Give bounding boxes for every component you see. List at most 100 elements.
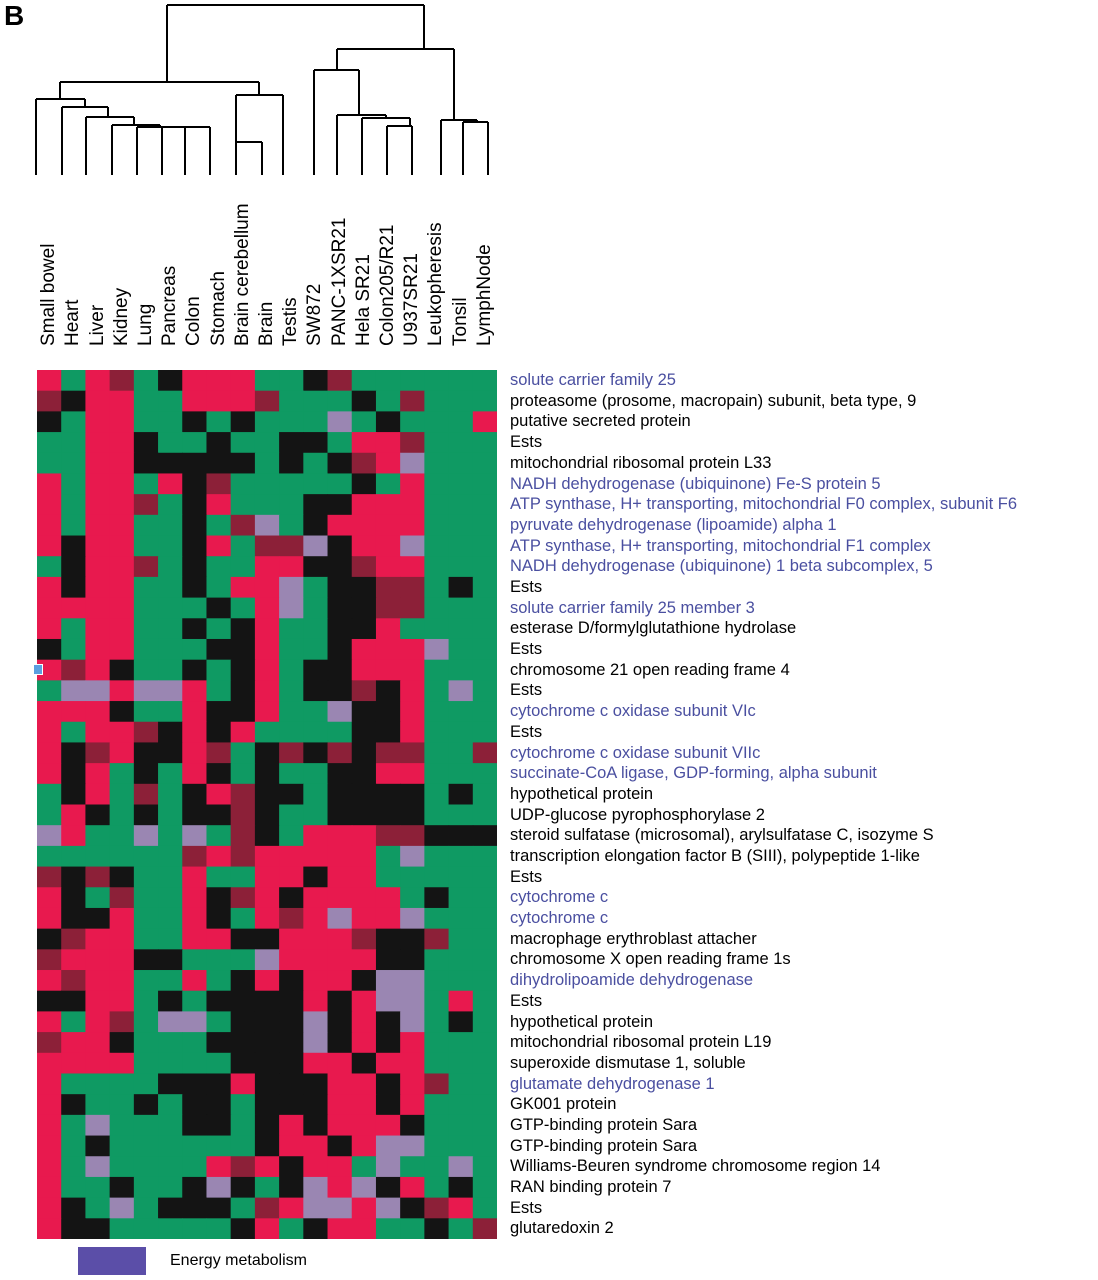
- heatmap-cell: [182, 783, 208, 806]
- heatmap-cell: [230, 494, 256, 516]
- heatmap-cell: [206, 1176, 232, 1199]
- heatmap-cell: [182, 514, 208, 537]
- heatmap-cell: [230, 1135, 256, 1157]
- heatmap-cell: [400, 1052, 425, 1075]
- heatmap-cell: [182, 1176, 208, 1199]
- heatmap-cell: [133, 473, 159, 495]
- heatmap-cell: [424, 514, 450, 537]
- heatmap-cell: [375, 1135, 401, 1157]
- heatmap-cell: [351, 928, 377, 950]
- heatmap: [37, 370, 497, 1239]
- heatmap-cell: [424, 638, 450, 661]
- heatmap-cell: [351, 990, 377, 1012]
- heatmap-cell: [375, 1011, 401, 1033]
- heatmap-cell: [472, 907, 497, 930]
- sample-label: Heart: [62, 299, 84, 346]
- heatmap-cell: [61, 949, 87, 971]
- heatmap-cell: [279, 866, 304, 888]
- heatmap-cell: [37, 576, 62, 599]
- heatmap-cell: [37, 866, 62, 888]
- heatmap-cell: [182, 556, 208, 578]
- heatmap-cell: [61, 1135, 87, 1157]
- heatmap-cell: [424, 1094, 450, 1116]
- heatmap-cell: [158, 1052, 183, 1075]
- heatmap-cell: [37, 370, 62, 392]
- heatmap-cell: [375, 1073, 401, 1095]
- heatmap-cell: [448, 907, 474, 930]
- heatmap-cell: [230, 783, 256, 806]
- heatmap-cell: [85, 783, 111, 806]
- heatmap-cell: [424, 742, 450, 764]
- heatmap-cell: [182, 763, 208, 785]
- heatmap-cell: [351, 970, 377, 992]
- gene-label: glutamate dehydrogenase 1: [510, 1074, 715, 1093]
- heatmap-cell: [351, 887, 377, 909]
- heatmap-cell: [448, 783, 474, 806]
- heatmap-cell: [158, 845, 183, 868]
- heatmap-cell: [61, 887, 87, 909]
- sample-label: Hela SR21: [352, 254, 374, 346]
- heatmap-cell: [182, 494, 208, 516]
- heatmap-cell: [109, 1011, 135, 1033]
- heatmap-cell: [472, 576, 497, 599]
- heatmap-cell: [61, 742, 87, 764]
- heatmap-cell: [133, 638, 159, 661]
- heatmap-cell: [424, 1052, 450, 1075]
- heatmap-cell: [375, 1094, 401, 1116]
- heatmap-cell: [254, 659, 280, 681]
- heatmap-cell: [400, 597, 425, 619]
- heatmap-cell: [206, 411, 232, 433]
- heatmap-cell: [206, 535, 232, 557]
- heatmap-cell: [230, 949, 256, 971]
- heatmap-cell: [109, 949, 135, 971]
- heatmap-cell: [424, 970, 450, 992]
- heatmap-cell: [85, 949, 111, 971]
- heatmap-cell: [37, 411, 62, 433]
- heatmap-cell: [206, 1135, 232, 1157]
- heatmap-cell: [182, 390, 208, 412]
- heatmap-cell: [472, 535, 497, 557]
- heatmap-cell: [182, 1114, 208, 1137]
- heatmap-cell: [303, 1218, 329, 1239]
- heatmap-cell: [109, 432, 135, 454]
- heatmap-cell: [158, 763, 183, 785]
- heatmap-cell: [303, 576, 329, 599]
- heatmap-cell: [448, 1032, 474, 1054]
- heatmap-cell: [400, 1073, 425, 1095]
- heatmap-cell: [303, 1156, 329, 1178]
- heatmap-cell: [400, 701, 425, 723]
- heatmap-cell: [206, 659, 232, 681]
- heatmap-cell: [327, 721, 353, 744]
- heatmap-cell: [133, 825, 159, 847]
- heatmap-cell: [327, 928, 353, 950]
- heatmap-cell: [254, 597, 280, 619]
- heatmap-cell: [230, 370, 256, 392]
- heatmap-cell: [206, 783, 232, 806]
- gene-label: Ests: [510, 991, 543, 1010]
- heatmap-cell: [448, 1156, 474, 1178]
- heatmap-cell: [206, 576, 232, 599]
- heatmap-cell: [37, 721, 62, 744]
- heatmap-cell: [448, 701, 474, 723]
- heatmap-cell: [133, 928, 159, 950]
- heatmap-cell: [303, 1032, 329, 1054]
- gene-label: ATP synthase, H+ transporting, mitochond…: [510, 495, 1018, 514]
- sample-label: SW872: [304, 283, 326, 346]
- heatmap-cell: [61, 783, 87, 806]
- heatmap-cell: [303, 535, 329, 557]
- heatmap-cell: [375, 928, 401, 950]
- heatmap-cell: [230, 990, 256, 1012]
- heatmap-cell: [327, 556, 353, 578]
- heatmap-cell: [351, 949, 377, 971]
- heatmap-cell: [424, 390, 450, 412]
- heatmap-cell: [279, 659, 304, 681]
- heatmap-cell: [37, 618, 62, 640]
- heatmap-cell: [230, 535, 256, 557]
- heatmap-cell: [61, 721, 87, 744]
- heatmap-cell: [303, 845, 329, 868]
- heatmap-cell: [327, 804, 353, 826]
- sample-dendrogram: [35, 4, 489, 175]
- heatmap-cell: [37, 1197, 62, 1219]
- gene-label: pyruvate dehydrogenase (lipoamide) alpha…: [510, 515, 837, 534]
- gene-label: cytochrome c oxidase subunit VIc: [510, 702, 756, 721]
